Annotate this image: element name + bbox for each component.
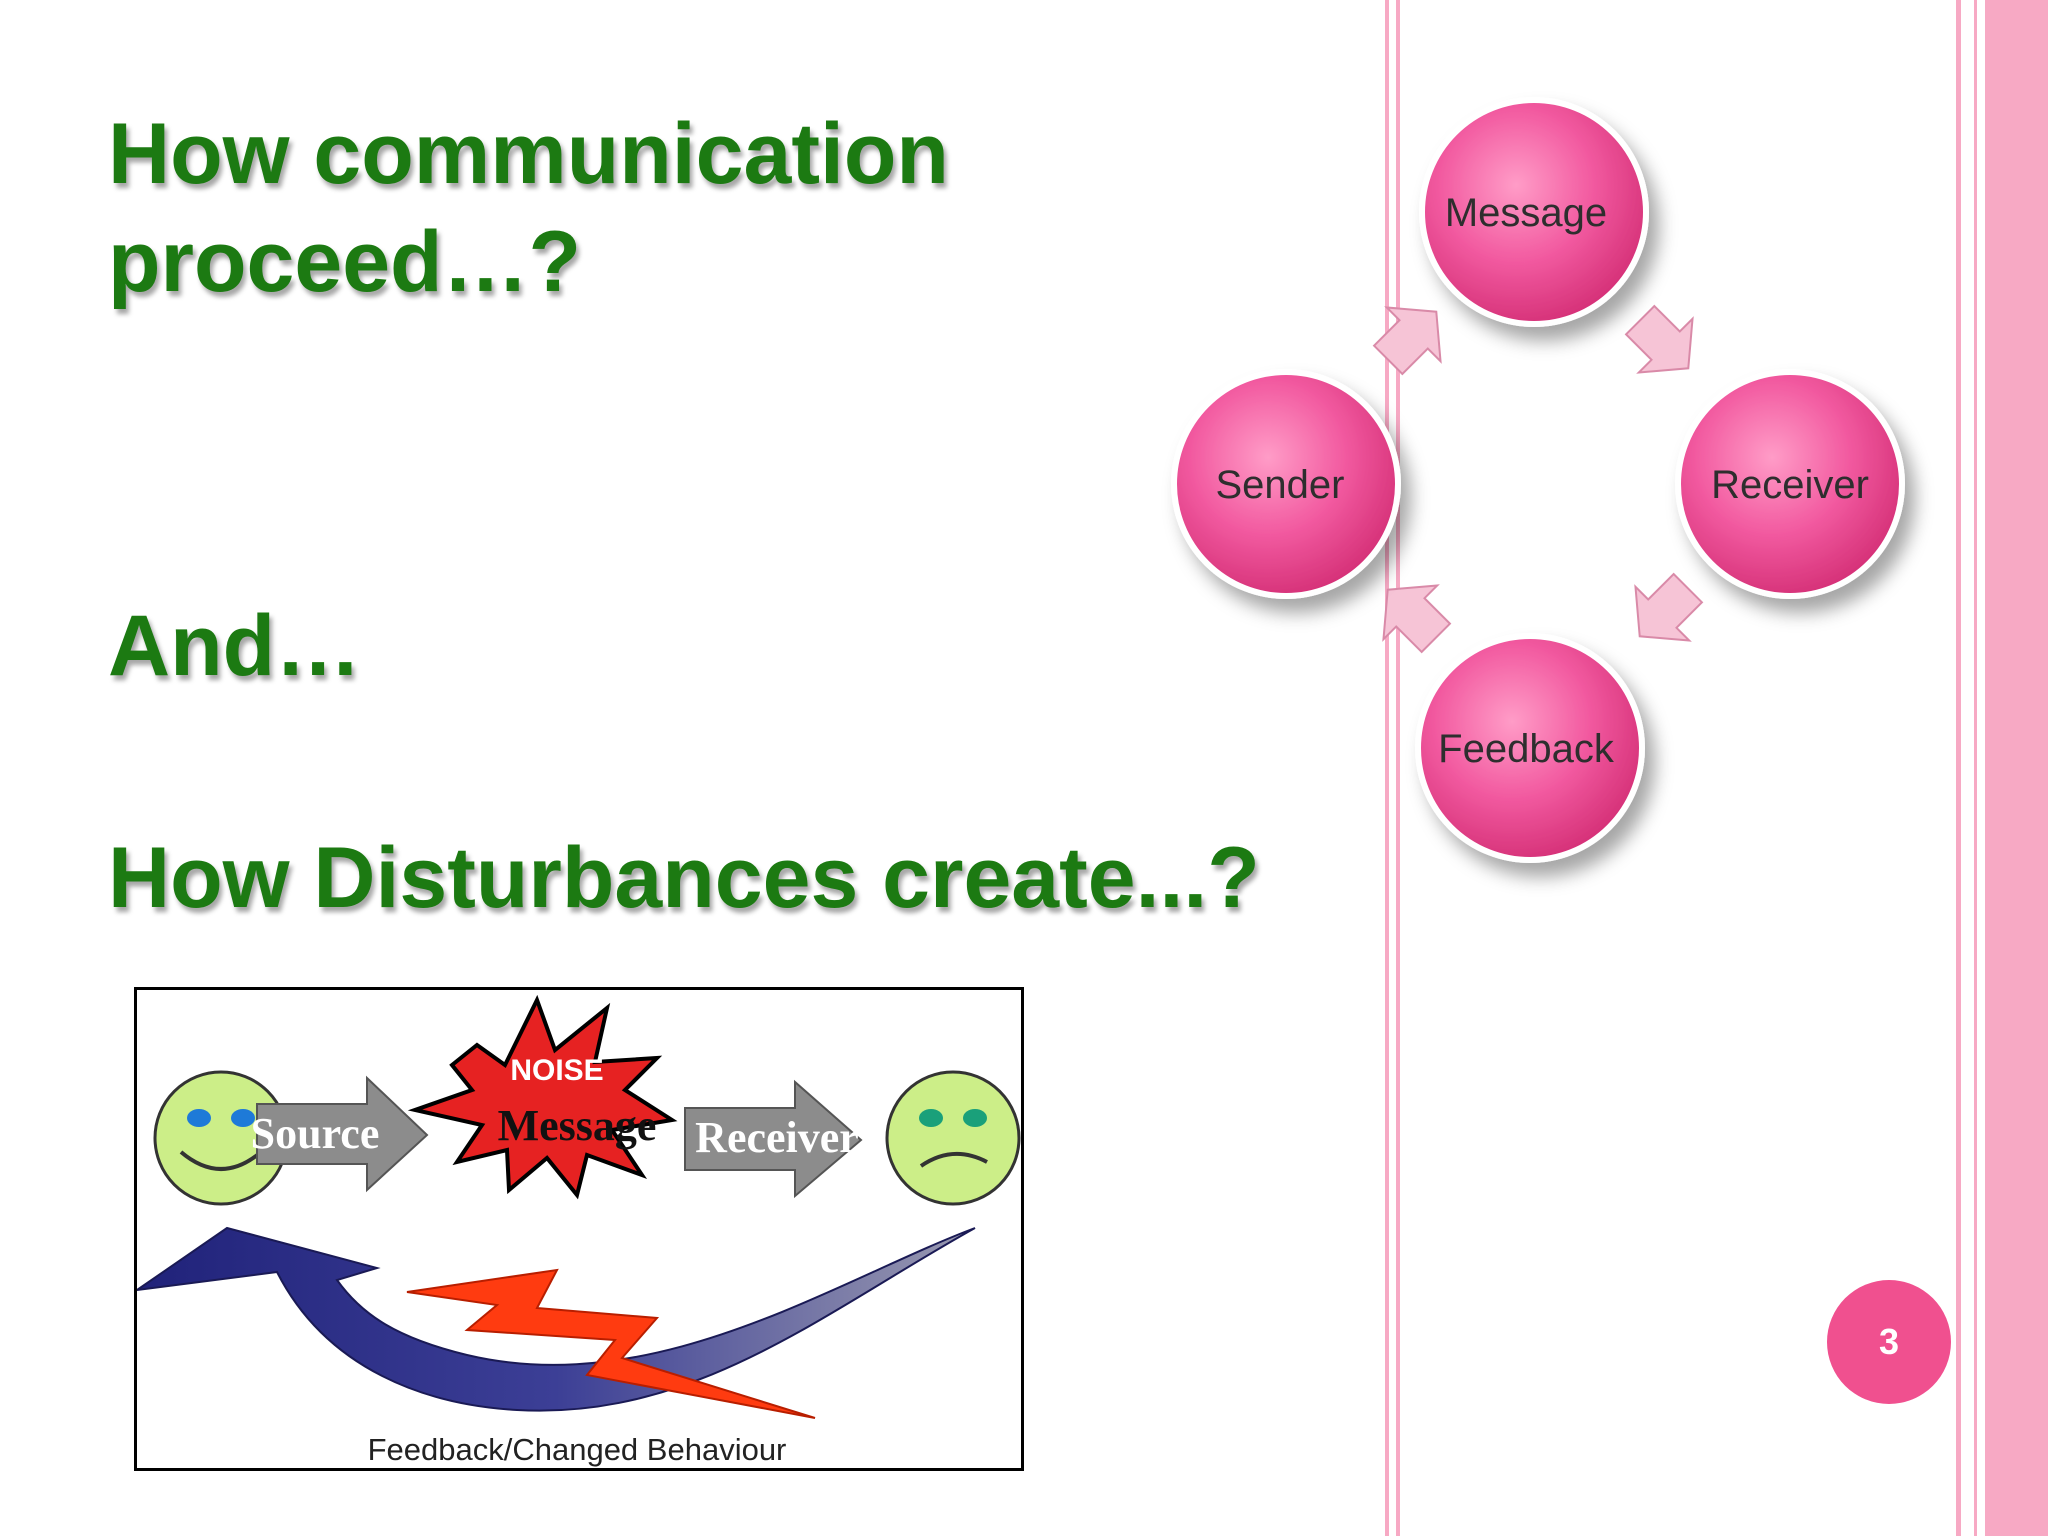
title-line-1: How communication — [108, 106, 949, 202]
lightning-bolt-icon — [406, 1268, 816, 1419]
cycle-arrow-feedback-sender — [1382, 584, 1452, 654]
side-stripe-wide — [1985, 0, 2048, 1536]
node-label-message: Message — [1445, 191, 1607, 235]
sad-face-icon — [885, 1070, 1021, 1206]
feedback-curved-arrow — [136, 1226, 976, 1412]
noise-diagram: Source NOISE Message Receiver — [136, 994, 1021, 1467]
noise-label: NOISE — [510, 1054, 603, 1087]
node-label-feedback: Feedback — [1438, 727, 1615, 771]
feedback-caption: Feedback/Changed Behaviour — [368, 1432, 787, 1467]
disturbances-heading: How Disturbances create...? — [108, 830, 1260, 926]
cycle-node-sender: Sender — [1171, 369, 1401, 599]
node-label-sender: Sender — [1216, 463, 1345, 507]
noise-diagram-panel: Source NOISE Message Receiver — [134, 987, 1024, 1471]
cycle-node-message: Message — [1419, 97, 1649, 327]
cycle-arrow-sender-message — [1372, 306, 1442, 376]
title-line-2: proceed…? — [108, 214, 582, 310]
side-stripe-thin-4 — [1974, 0, 1977, 1536]
side-stripe-thin-2 — [1396, 0, 1400, 1536]
message-label: Message — [498, 1101, 657, 1150]
cycle-arrow-message-receiver — [1624, 304, 1694, 374]
side-stripe-thin-1 — [1385, 0, 1389, 1536]
cycle-node-receiver: Receiver — [1675, 369, 1905, 599]
side-stripe-thin-3 — [1956, 0, 1961, 1536]
source-arrow: Source — [251, 1075, 429, 1193]
cycle-arrow-receiver-feedback — [1634, 572, 1704, 642]
node-label-receiver: Receiver — [1711, 463, 1869, 507]
page-number-badge: 3 — [1827, 1280, 1951, 1404]
receiver-arrow-label: Receiver — [695, 1113, 859, 1162]
cycle-node-feedback: Feedback — [1415, 633, 1645, 863]
receiver-arrow: Receiver — [684, 1079, 863, 1199]
noise-starburst: NOISE — [407, 994, 678, 1200]
and-text: And… — [108, 598, 362, 694]
source-arrow-label: Source — [251, 1109, 380, 1158]
